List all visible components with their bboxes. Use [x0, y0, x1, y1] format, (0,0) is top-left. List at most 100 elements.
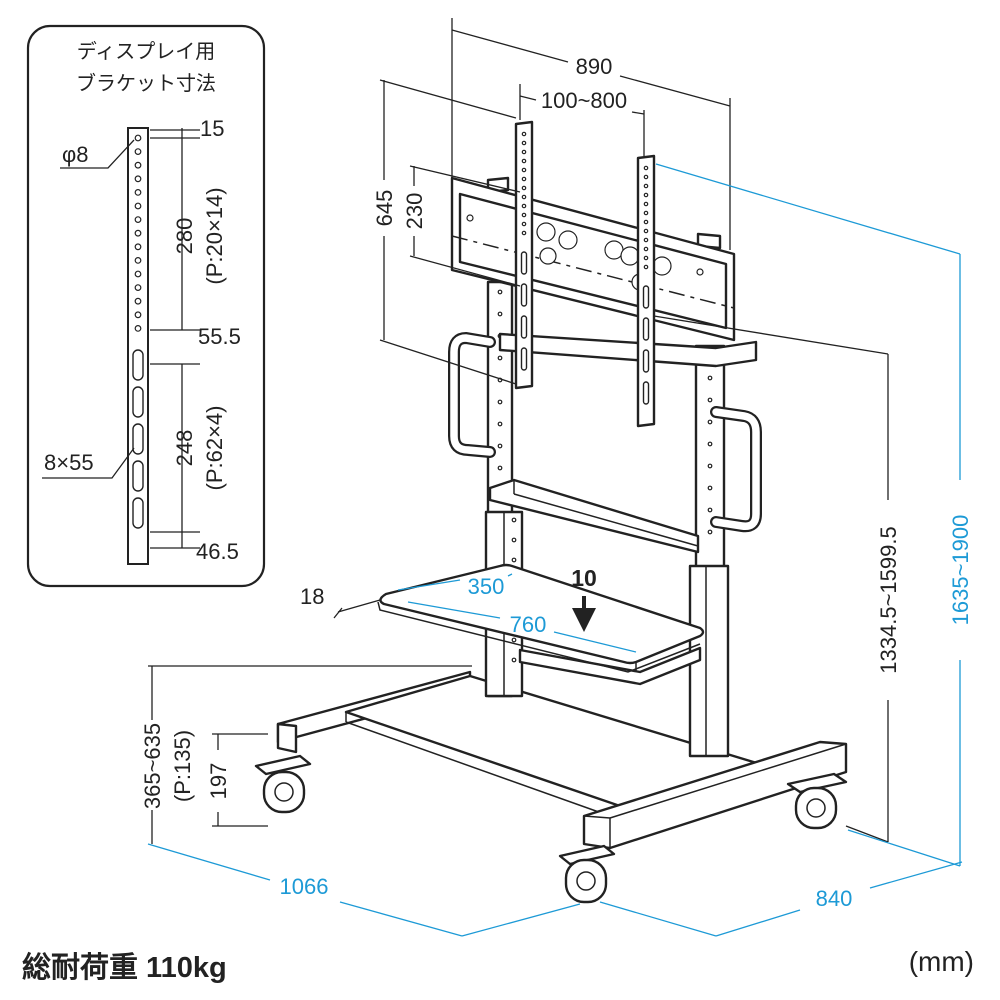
inset-hole: [134, 134, 142, 142]
column-hole: [497, 421, 503, 427]
column-hole: [707, 485, 713, 491]
bracket-slot: [642, 317, 650, 341]
inset-slot: [132, 423, 144, 455]
total-load-capacity: 総耐荷重 110kg: [22, 952, 227, 984]
inset-hole: [134, 216, 142, 224]
column-hole: [707, 507, 713, 513]
dim-shelf-height: 365~635: [140, 723, 165, 809]
bracket-hole: [643, 210, 649, 216]
caster-back-left: [254, 754, 312, 814]
left-handle: [448, 331, 496, 458]
inset-slot-span: 248: [172, 430, 197, 467]
bracket-slot: [642, 285, 650, 309]
column-hole: [497, 355, 503, 361]
column-hole: [707, 375, 713, 381]
inset-hole: [134, 243, 142, 251]
bracket-hole: [643, 192, 649, 198]
dim-base-height: 197: [206, 763, 231, 800]
dim-shelf-width: 760: [510, 612, 547, 637]
right-column-holes: [707, 353, 713, 535]
bracket-hole: [643, 246, 649, 252]
dim-bracket-height: 645: [372, 190, 397, 227]
inset-hole: [134, 270, 142, 278]
column-hole: [707, 463, 713, 469]
column-hole: [511, 557, 517, 563]
bracket-hole: [521, 194, 527, 200]
inset-slot: [132, 460, 144, 492]
inset-bottom-margin: 46.5: [196, 539, 239, 564]
inset-top-margin: 15: [200, 116, 224, 141]
bracket-hole: [521, 230, 527, 236]
bracket-right-holes: [642, 165, 650, 405]
inset-hole: [134, 311, 142, 319]
bracket-hole: [643, 201, 649, 207]
dimension-lines: [147, 18, 963, 937]
column-hole: [497, 443, 503, 449]
inset-gap: 55.5: [198, 324, 241, 349]
column-hole: [497, 465, 503, 471]
bracket-hole: [643, 237, 649, 243]
inset-hole: [134, 175, 142, 183]
bracket-inset: ディスプレイ用 ブラケット寸法 15 55.5 46.5 280 (P:20×1…: [26, 24, 266, 588]
dim-shelf-pitch: (P:135): [170, 730, 195, 802]
column-hole: [497, 311, 503, 317]
bracket-slot: [642, 381, 650, 405]
bracket-hole: [643, 183, 649, 189]
shelf: [377, 563, 705, 686]
inset-hole-span: 280: [172, 218, 197, 255]
caster-front-left: [558, 844, 616, 904]
bracket-hole: [521, 176, 527, 182]
inset-slot: [132, 386, 144, 418]
inset-hole-group: [134, 134, 142, 332]
inset-hole: [134, 148, 142, 156]
inset-slot-label: 8×55: [44, 450, 94, 475]
column-hole: [707, 397, 713, 403]
cross-beam: [488, 478, 700, 554]
dim-center-height: 1334.5~1599.5: [876, 526, 901, 673]
bracket-hole: [521, 158, 527, 164]
bracket-hole: [643, 174, 649, 180]
display-bracket-right: [636, 154, 656, 428]
inset-hole-pitch: (P:20×14): [202, 187, 227, 284]
dim-shelf-depth: 350: [468, 574, 505, 599]
inset-slot-group: [132, 349, 144, 529]
column-hole: [497, 289, 503, 295]
inset-slot: [132, 497, 144, 529]
bracket-slot: [642, 349, 650, 373]
bracket-hole: [521, 203, 527, 209]
column-hole: [707, 441, 713, 447]
column-hole: [497, 399, 503, 405]
bracket-slot: [520, 251, 528, 275]
inset-hole: [134, 325, 142, 332]
bracket-left-holes: [520, 131, 528, 371]
inset-hole: [134, 229, 142, 237]
inset-hole: [134, 257, 142, 264]
dim-shelf-load: 10: [571, 565, 597, 591]
inset-hole: [134, 284, 142, 292]
bracket-hole: [521, 131, 527, 137]
inset-slot: [132, 349, 144, 381]
column-hole: [511, 517, 517, 523]
column-hole: [511, 637, 517, 643]
caster-front-right: [786, 772, 848, 830]
column-hole: [707, 419, 713, 425]
dim-base-width: 1066: [280, 874, 329, 899]
inset-title-line2: ブラケット寸法: [76, 71, 216, 95]
bracket-hole: [643, 219, 649, 225]
inset-title-line1: ディスプレイ用: [77, 40, 216, 63]
bracket-hole: [643, 228, 649, 234]
bracket-hole: [643, 264, 649, 270]
bracket-hole: [521, 221, 527, 227]
dim-bracket-outer-width: 890: [576, 54, 613, 79]
dim-base-depth: 840: [816, 886, 853, 911]
inset-hole: [134, 202, 142, 210]
bracket-slot: [520, 347, 528, 371]
bracket-slot: [520, 315, 528, 339]
dim-shelf-thickness: 18: [300, 584, 324, 609]
bracket-hole: [521, 212, 527, 218]
inset-bracket-bar: [127, 127, 149, 565]
display-bracket-left: [514, 120, 534, 390]
bracket-hole: [643, 255, 649, 261]
column-hole: [511, 537, 517, 543]
